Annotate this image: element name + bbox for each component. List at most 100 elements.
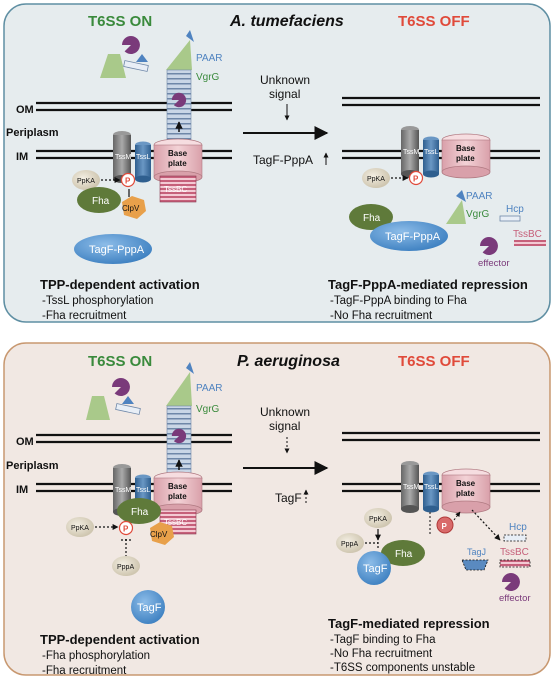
- tagj-icon: [461, 559, 489, 571]
- phosphate-icon: [118, 520, 134, 536]
- top-left-tssbc-label: TssBC: [164, 185, 187, 194]
- paar-tip-icon: [186, 30, 194, 42]
- tagf-icon: [357, 551, 391, 585]
- vgrg-spike-icon: [166, 372, 192, 406]
- top-right-tssbc-label: TssBC: [513, 229, 542, 240]
- bottom-left-mechanism-title: TPP-dependent activation: [40, 632, 200, 647]
- bottom-left-p-label: P: [123, 525, 129, 534]
- tagf-pppa-icon: [370, 221, 448, 251]
- tssm-label: TssM: [115, 154, 132, 161]
- phosphate-icon: [436, 516, 454, 534]
- top-left-p-label: P: [125, 177, 131, 186]
- spike-icon: [136, 54, 148, 62]
- hcp-tube-icon: [166, 69, 192, 151]
- baseplate-label: Base: [168, 149, 188, 158]
- bottom-right-pppa-label: PppA: [341, 541, 358, 548]
- hcp-tube-icon: [123, 60, 149, 72]
- tssbc-sheath-icon: [159, 175, 197, 203]
- inhibition-icon: [121, 538, 131, 557]
- fha-icon: [381, 540, 425, 566]
- bottom-right-mechanism-line-1: -TagF binding to Fha: [330, 634, 436, 646]
- tssl-label: TssL: [136, 487, 151, 494]
- bottom-om-label: OM: [16, 436, 34, 448]
- pppa-icon: [336, 533, 364, 553]
- fha-icon: [117, 498, 161, 524]
- tagf-pppa-icon: [74, 234, 152, 264]
- bottom-right-tagj-label: TagJ: [467, 547, 486, 557]
- hcp-tube-icon: [166, 405, 192, 485]
- top-right-tagf-label: TagF-PppA: [385, 231, 441, 243]
- top-paar-label: PAAR: [196, 53, 223, 64]
- top-right-hcp-label: Hcp: [506, 204, 524, 215]
- bottom-on-label: T6SS ON: [88, 353, 152, 370]
- vgrg-floating-icon: [100, 54, 126, 78]
- bottom-off-label: T6SS OFF: [398, 353, 470, 370]
- tssl-label: TssL: [424, 149, 439, 156]
- ppka-icon: [362, 168, 390, 188]
- bottom-right-mechanism-line-3: -T6SS components unstable: [330, 662, 475, 674]
- top-right-membranes: [342, 96, 540, 160]
- top-vgrg-label: VgrG: [196, 72, 220, 83]
- tssm-label: TssM: [403, 149, 420, 156]
- vgrg-floating-icon: [86, 396, 110, 420]
- bottom-signal-label-2: signal: [269, 419, 300, 433]
- arrow-icon: [453, 511, 461, 521]
- bottom-left-ppka-label: PpKA: [71, 525, 89, 532]
- baseplate-label: Base: [456, 479, 476, 488]
- top-left-mechanism-line-1: -TssL phosphorylation: [42, 295, 153, 307]
- paar-tip-icon: [456, 190, 466, 202]
- top-right-fha-label: Fha: [363, 213, 381, 224]
- bottom-left-pppa-label: PppA: [117, 564, 134, 571]
- tssl-label: TssL: [136, 154, 151, 161]
- baseplate-label-2: plate: [456, 489, 475, 498]
- baseplate-label: Base: [168, 482, 188, 491]
- hcp-tube-icon: [115, 403, 141, 415]
- baseplate-label-2: plate: [456, 154, 475, 163]
- bottom-right-tssbc-label: TssBC: [500, 547, 529, 558]
- top-regulator-label: TagF-PppA: [253, 153, 313, 167]
- bottom-right-mechanism-title: TagF-mediated repression: [328, 616, 490, 631]
- baseplate-label-2: plate: [168, 492, 187, 501]
- fha-icon: [349, 204, 393, 230]
- phosphate-icon: [120, 172, 136, 188]
- top-right-ppka-label: PpKA: [367, 176, 385, 183]
- spike-icon: [122, 396, 134, 404]
- bottom-right-mechanism-line-2: -No Fha recruitment: [330, 648, 433, 660]
- top-right-paar-label: PAAR: [466, 191, 493, 202]
- bottom-vgrg-label: VgrG: [196, 404, 220, 415]
- top-left-mechanism-line-2: -Fha recruitment: [42, 310, 127, 322]
- vgrg-spike-icon: [446, 200, 466, 224]
- tagf-icon: [131, 590, 165, 624]
- tssm-label: TssM: [403, 484, 420, 491]
- tssbc-sheath-icon: [514, 240, 546, 246]
- top-left-ppka-label: PpKA: [77, 178, 95, 185]
- top-signal-label: Unknown: [260, 73, 310, 87]
- top-right-mechanism-line-2: -No Fha recruitment: [330, 310, 433, 322]
- top-left-tagf-label: TagF-PppA: [89, 244, 145, 256]
- fha-icon: [77, 187, 121, 213]
- tssm-label: TssM: [115, 487, 132, 494]
- arrow-icon: [471, 509, 501, 541]
- top-left-mechanism-title: TPP-dependent activation: [40, 277, 200, 292]
- top-left-clpv-label: ClpV: [122, 204, 140, 213]
- tssl-label: TssL: [424, 484, 439, 491]
- tssbc-sheath-icon: [499, 559, 531, 568]
- bottom-right-ppka-label: PpKA: [369, 516, 387, 523]
- bottom-im-label: IM: [16, 484, 28, 496]
- top-on-label: T6SS ON: [88, 13, 152, 30]
- top-species: A. tumefaciens: [229, 13, 344, 30]
- bottom-left-mechanism-line-2: -Fha recruitment: [42, 665, 127, 677]
- top-off-label: T6SS OFF: [398, 13, 470, 30]
- top-left-fha-label: Fha: [92, 196, 110, 207]
- bottom-right-hcp-label: Hcp: [509, 522, 527, 533]
- inhibition-icon: [365, 538, 379, 548]
- vgrg-spike-icon: [166, 40, 192, 70]
- bottom-right-p-label: P: [442, 522, 448, 531]
- ppka-icon: [66, 517, 94, 537]
- baseplate-label-2: plate: [168, 159, 187, 168]
- bottom-regulator-label: TagF: [275, 491, 302, 505]
- bottom-left-tssbc-label: TssBC: [164, 518, 187, 527]
- top-right-mechanism-line-1: -TagF-PppA binding to Fha: [330, 295, 467, 307]
- bottom-right-tagf-label: TagF: [363, 563, 388, 575]
